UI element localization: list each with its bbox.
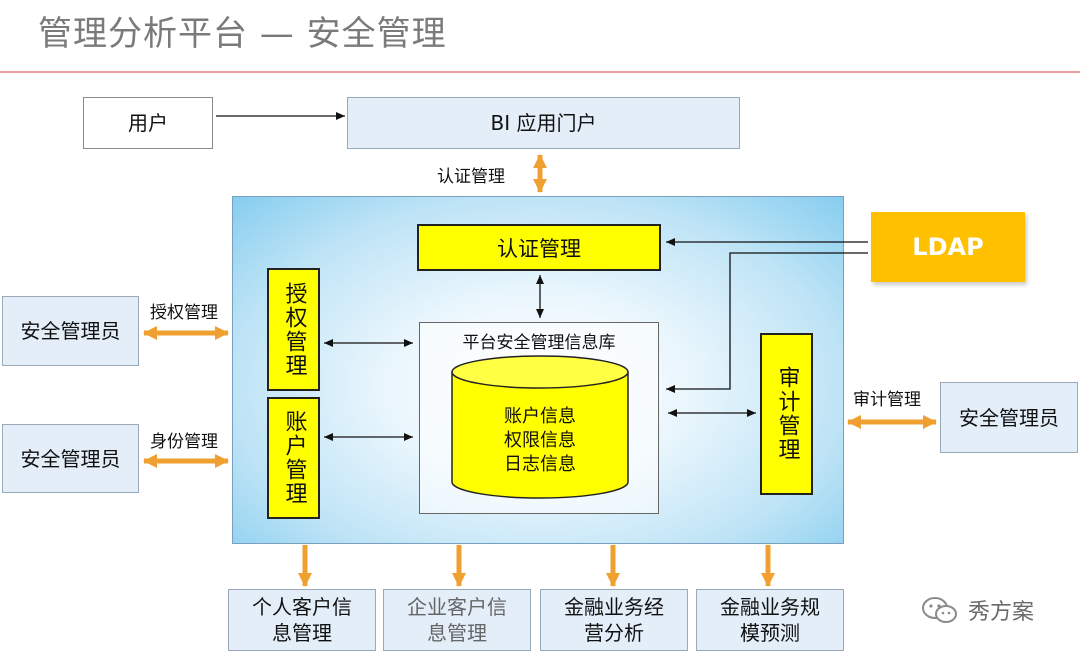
title-divider xyxy=(0,71,1080,73)
security-admin-right-box: 安全管理员 xyxy=(940,382,1078,453)
enterprise-customer-line2: 息管理 xyxy=(427,621,487,645)
audit-management-box: 审计管理 xyxy=(760,333,813,495)
financial-forecast-line2: 模预测 xyxy=(740,621,800,645)
page-title: 管理分析平台 — 安全管理 xyxy=(38,14,447,54)
financial-forecast-line1: 金融业务规 xyxy=(720,595,820,619)
db-line-logs: 日志信息 xyxy=(504,454,576,475)
financial-operations-analysis-box: 金融业务经 营分析 xyxy=(540,589,688,651)
user-box: 用户 xyxy=(83,97,213,149)
security-db-contents: 账户信息 权限信息 日志信息 xyxy=(452,405,628,477)
identity-connection-label: 身份管理 xyxy=(150,432,218,452)
financial-operations-line2: 营分析 xyxy=(584,621,644,645)
account-management-label: 账户管理 xyxy=(281,410,307,506)
ldap-to-db-arrow xyxy=(666,252,868,393)
authorization-management-label: 授权管理 xyxy=(281,281,307,378)
personal-customer-info-box: 个人客户信 息管理 xyxy=(228,589,376,651)
database-cylinder xyxy=(451,355,629,499)
authorization-connection-label: 授权管理 xyxy=(150,303,218,323)
bi-portal-box: BI 应用门户 xyxy=(347,97,740,149)
security-admin-bottom-box: 安全管理员 xyxy=(2,424,139,493)
auth-management-box: 认证管理 xyxy=(417,224,661,271)
db-line-accounts: 账户信息 xyxy=(504,406,576,427)
auth-connection-label: 认证管理 xyxy=(437,167,505,187)
security-admin-top-box: 安全管理员 xyxy=(2,296,139,366)
db-line-permissions: 权限信息 xyxy=(504,430,576,451)
personal-customer-line2: 息管理 xyxy=(272,621,332,645)
wechat-icon xyxy=(922,597,957,623)
audit-management-label: 审计管理 xyxy=(774,366,800,462)
ldap-box: LDAP xyxy=(871,212,1025,282)
security-db-title: 平台安全管理信息库 xyxy=(462,333,616,353)
financial-operations-line1: 金融业务经 xyxy=(564,595,664,619)
enterprise-customer-line1: 企业客户信 xyxy=(407,595,507,619)
personal-customer-line1: 个人客户信 xyxy=(252,595,352,619)
watermark: 秀方案 xyxy=(920,594,1034,626)
authorization-management-box: 授权管理 xyxy=(267,268,320,391)
financial-scale-forecast-box: 金融业务规 模预测 xyxy=(696,589,844,651)
audit-connection-label: 审计管理 xyxy=(853,390,921,410)
watermark-text: 秀方案 xyxy=(968,600,1035,625)
enterprise-customer-info-box: 企业客户信 息管理 xyxy=(383,589,531,651)
account-management-box: 账户管理 xyxy=(267,397,320,519)
